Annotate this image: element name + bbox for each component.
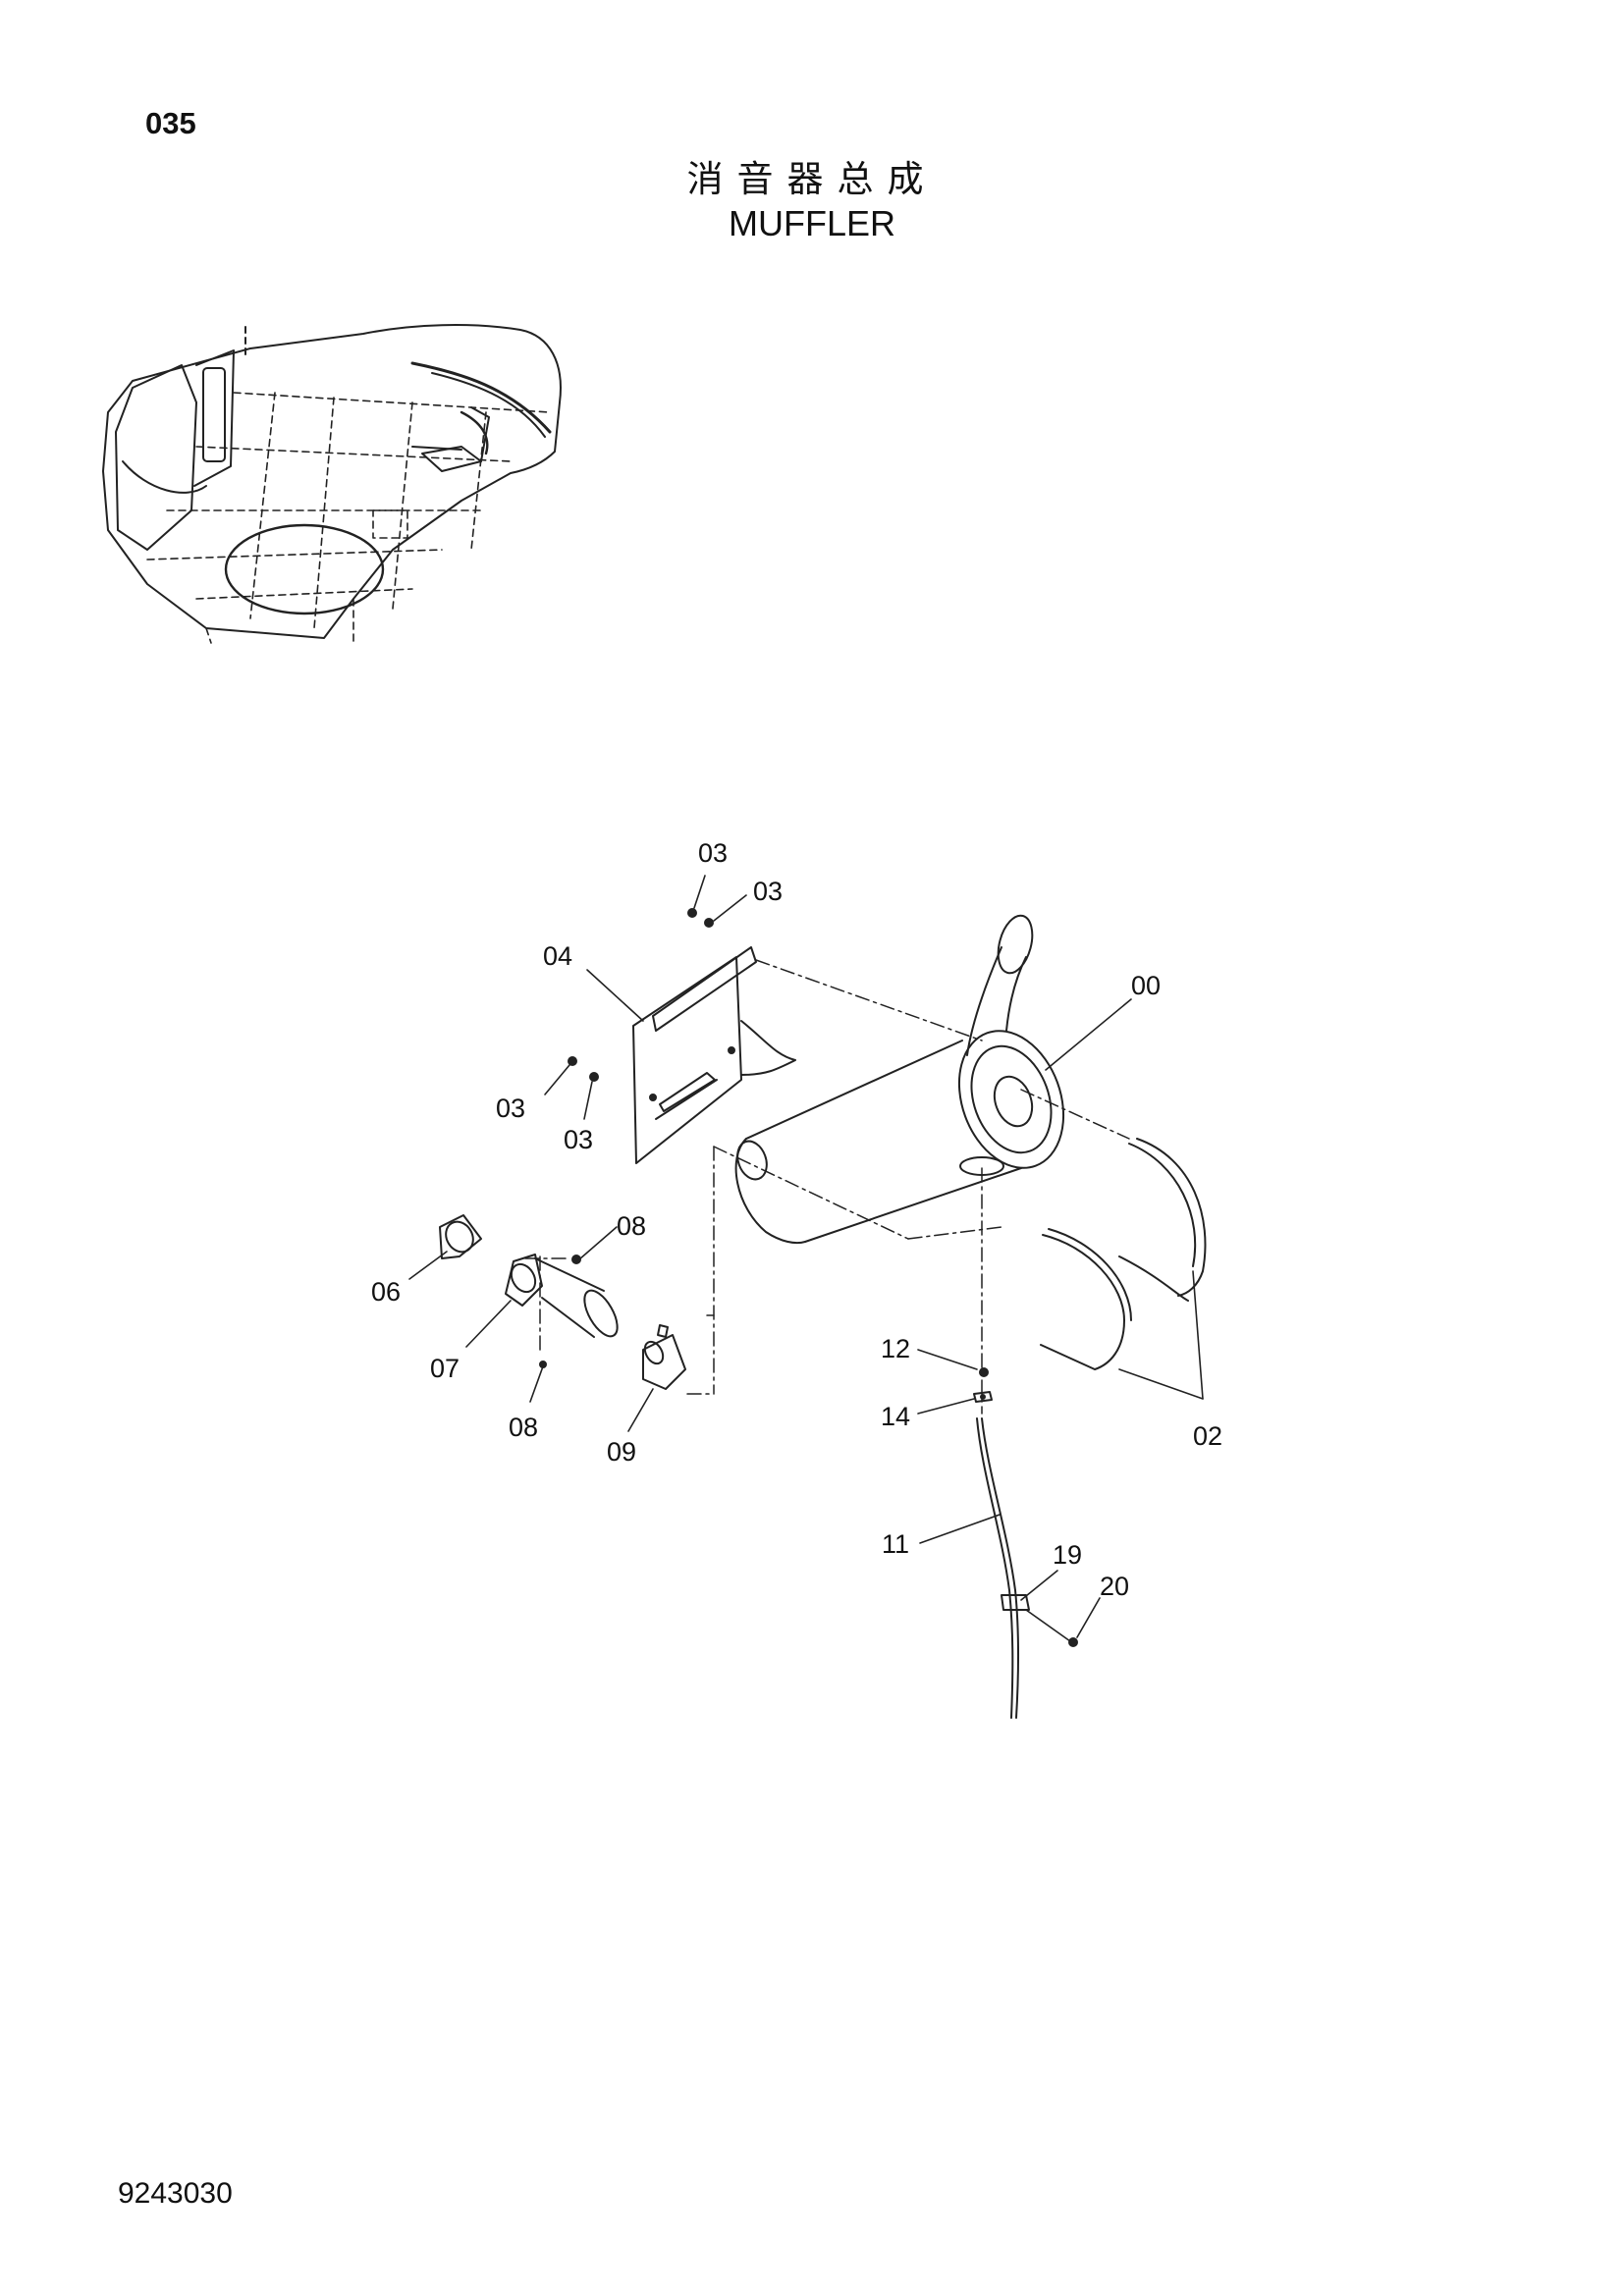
- leader-lines: [408, 875, 1204, 1642]
- callout-08-top: 08: [617, 1211, 646, 1241]
- callout-14: 14: [881, 1402, 910, 1431]
- callout-03-top: 03: [698, 838, 728, 868]
- exhaust-pipe-parts: [439, 1214, 686, 1390]
- callout-12: 12: [881, 1334, 910, 1363]
- page-number: 035: [145, 106, 196, 140]
- callout-19: 19: [1053, 1540, 1082, 1570]
- callout-03-left-2: 03: [564, 1125, 593, 1154]
- callout-00: 00: [1131, 971, 1161, 1000]
- centerlines: [524, 959, 1130, 1415]
- title-chinese: 消音器总成: [686, 158, 938, 200]
- callout-09: 09: [607, 1437, 636, 1467]
- callout-03-top-2: 03: [753, 877, 783, 906]
- callout-02: 02: [1193, 1421, 1222, 1451]
- locator-view: [102, 324, 562, 644]
- document-number: 9243030: [118, 2177, 233, 2210]
- callout-07: 07: [430, 1354, 460, 1383]
- title-english: MUFFLER: [729, 203, 895, 243]
- callout-03-left: 03: [496, 1094, 525, 1123]
- drain-tube: [976, 1417, 1078, 1719]
- callout-04: 04: [543, 941, 572, 971]
- callout-08-bottom: 08: [509, 1413, 538, 1442]
- fasteners: [539, 908, 993, 1403]
- callout-labels: 03 03 04 00 03 03 08 06 07 08 09 12 14 0…: [371, 838, 1222, 1601]
- callout-11: 11: [882, 1529, 909, 1559]
- callout-20: 20: [1100, 1572, 1129, 1601]
- callout-06: 06: [371, 1277, 401, 1307]
- heat-shield-plate: [632, 946, 796, 1164]
